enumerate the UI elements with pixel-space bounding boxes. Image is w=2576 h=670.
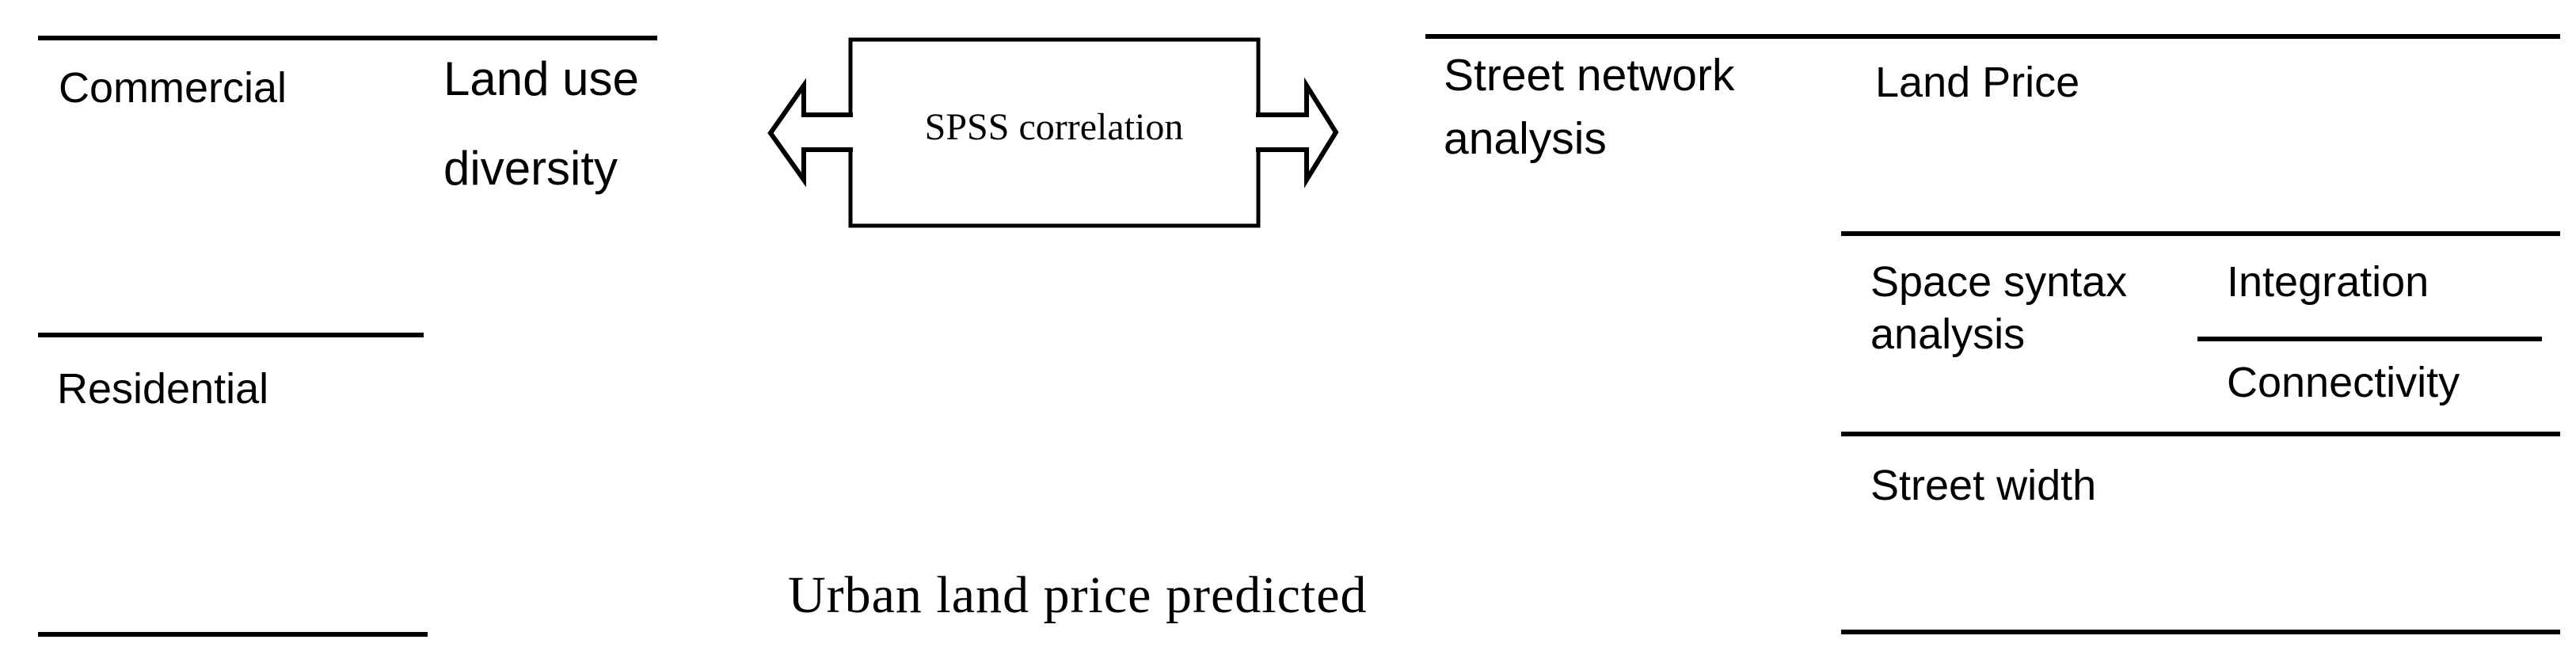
residential-label: Residential (57, 365, 269, 413)
left-block-arrow-icon (767, 78, 854, 188)
street-width-label: Street width (1870, 462, 2097, 509)
commercial-label: Commercial (59, 64, 287, 112)
left-table-top-rule (38, 36, 657, 40)
spss-box-label: SPSS correlation (925, 106, 1184, 148)
spss-correlation-shape: SPSS correlation (767, 37, 1339, 228)
right-table-rule-3 (1841, 432, 2560, 436)
connectivity-label: Connectivity (2227, 359, 2460, 406)
space-syntax-analysis-label: Space syntax analysis (1870, 258, 2128, 358)
land-use-diversity-label: Land use diversity (443, 52, 639, 195)
spss-box (848, 37, 1261, 228)
right-table-rule-2 (1841, 231, 2560, 236)
left-table-bottom-rule (38, 632, 428, 637)
right-block-arrow-icon (1254, 77, 1339, 188)
right-table-bottom-rule (1841, 630, 2560, 634)
integration-connectivity-divider-rule (2197, 337, 2542, 341)
left-table-mid-rule (38, 333, 424, 337)
integration-label: Integration (2227, 258, 2430, 306)
urban-land-price-caption: Urban land price predicted (788, 566, 1368, 624)
right-table-top-rule (1425, 34, 2560, 39)
street-network-analysis-label: Street network analysis (1444, 50, 1735, 164)
land-price-label: Land Price (1875, 59, 2080, 106)
